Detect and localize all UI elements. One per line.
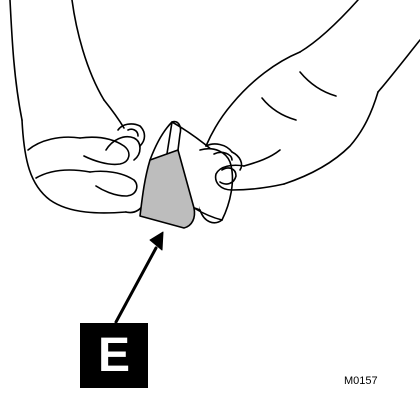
figure-reference-code: M0157	[344, 376, 378, 387]
callout-letter: E	[98, 332, 130, 380]
adhesive-strip-icon	[140, 122, 232, 228]
left-hand-icon	[10, 0, 145, 213]
right-hand-icon	[206, 0, 420, 190]
callout-label-box: E	[80, 323, 148, 388]
pointer-arrow-icon	[116, 232, 163, 322]
